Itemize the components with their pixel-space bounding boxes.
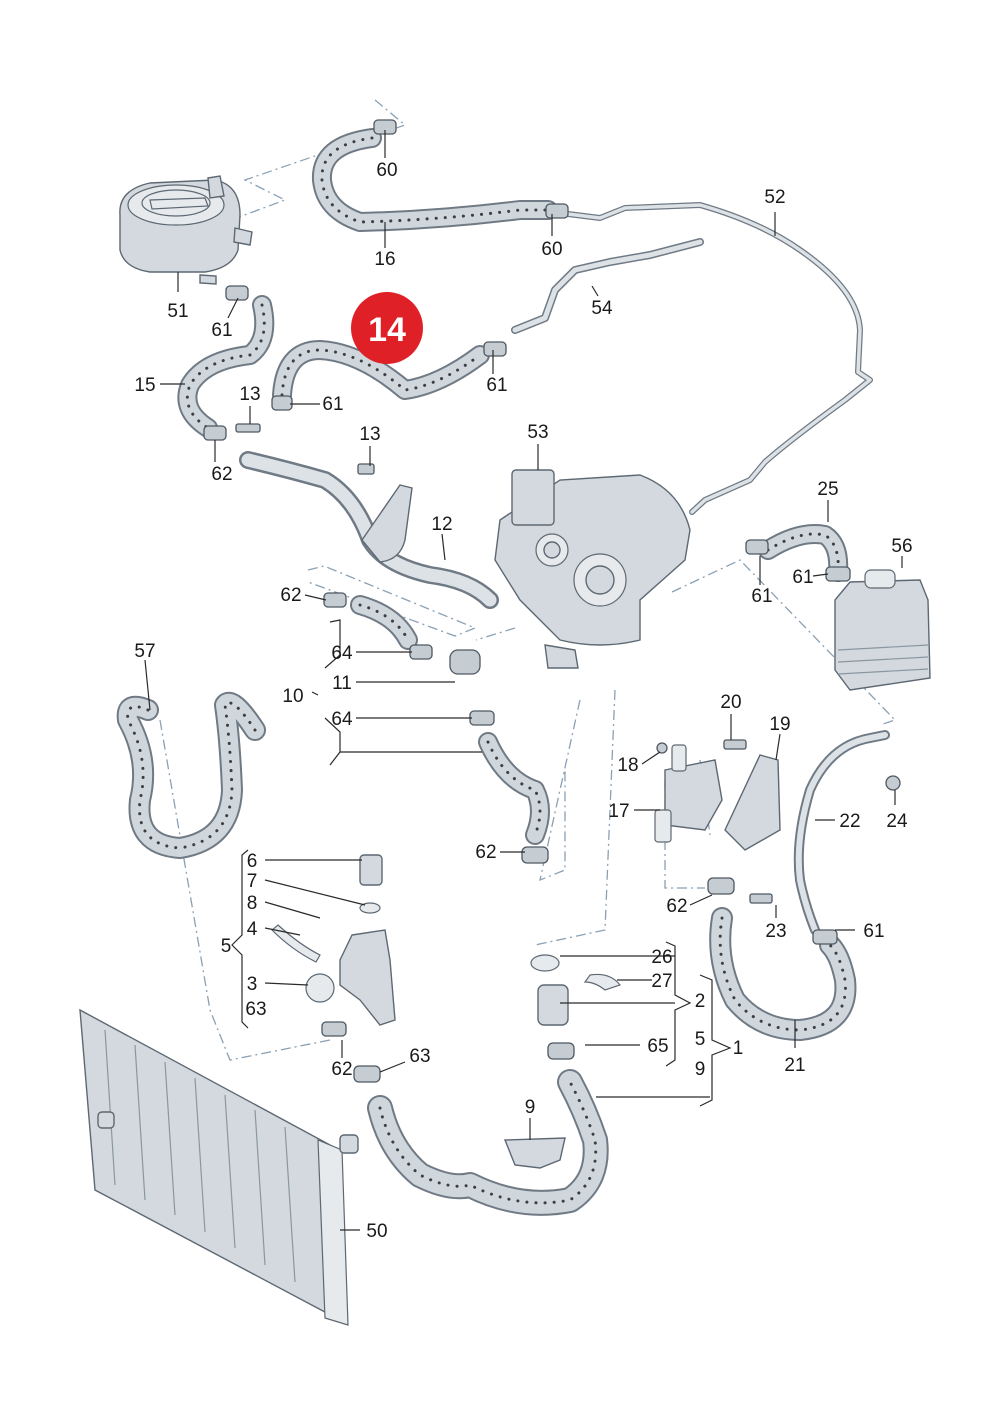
callout-65: 65 — [647, 1036, 668, 1057]
callout-11: 11 — [332, 673, 352, 694]
callout-62-upper-mid: 62 — [280, 585, 301, 606]
callout-5-right: 5 — [695, 1029, 706, 1050]
hose-57 — [116, 691, 266, 859]
callout-62-bottom: 62 — [331, 1059, 352, 1080]
callout-7: 7 — [247, 871, 258, 892]
hose-holder — [503, 1137, 566, 1169]
callout-16: 16 — [374, 249, 395, 270]
callout-5-left: 5 — [221, 936, 232, 957]
coolant-hoses — [116, 128, 857, 1216]
callout-9-holder: 9 — [525, 1097, 536, 1118]
hose-25 — [758, 524, 849, 582]
hose-14 — [272, 340, 490, 405]
callout-8: 8 — [247, 893, 258, 914]
callout-24: 24 — [886, 811, 908, 832]
callout-61-tank: 61 — [211, 320, 232, 341]
callout-23: 23 — [765, 921, 786, 942]
callout-63-bottom: 63 — [409, 1046, 430, 1067]
callout-21: 21 — [784, 1055, 805, 1076]
oil-cooler — [834, 569, 931, 691]
callout-labels: 60 16 60 52 51 61 54 15 61 13 61 62 13 5… — [134, 160, 912, 1242]
callout-61-pipe12: 61 — [322, 394, 343, 415]
callout-61-hose21: 61 — [863, 921, 884, 942]
hose-15 — [177, 295, 275, 438]
highlight-badge-circle — [351, 292, 423, 364]
coolant-connector — [530, 954, 621, 1026]
callout-27: 27 — [651, 971, 672, 992]
callout-51: 51 — [167, 301, 188, 322]
callout-18: 18 — [617, 755, 638, 776]
hose-main-lower — [367, 1069, 609, 1216]
callout-53: 53 — [527, 422, 548, 443]
callout-13-lower: 13 — [359, 424, 380, 445]
callout-20: 20 — [720, 692, 741, 713]
leader-lines — [144, 130, 903, 1231]
callout-22: 22 — [839, 811, 860, 832]
callout-57: 57 — [134, 641, 155, 662]
highlight-badge-label: 14 — [368, 311, 406, 349]
coolant-expansion-tank — [119, 175, 253, 285]
hose-21 — [709, 907, 857, 1041]
callout-62-right: 62 — [666, 896, 687, 917]
hose-clamps — [203, 119, 851, 1083]
callout-60-lower: 60 — [541, 239, 562, 260]
support-bracket — [361, 484, 413, 563]
callout-52: 52 — [764, 187, 785, 208]
callout-54: 54 — [591, 298, 613, 319]
callout-60-upper: 60 — [376, 160, 397, 181]
callout-3: 3 — [247, 974, 258, 995]
callout-63-left: 63 — [245, 999, 266, 1020]
callout-25: 25 — [817, 479, 838, 500]
callout-61-hose25: 61 — [751, 586, 772, 607]
callout-1: 1 — [733, 1038, 744, 1059]
hose-upper-small — [350, 595, 418, 650]
callout-10: 10 — [282, 686, 303, 707]
highlight-badge-14[interactable]: 14 — [351, 292, 423, 364]
callout-12: 12 — [431, 514, 452, 535]
callout-15: 15 — [134, 375, 155, 396]
callout-19: 19 — [769, 714, 790, 735]
hose-lower-small — [478, 732, 550, 845]
callout-50: 50 — [366, 1221, 387, 1242]
callout-64-upper: 64 — [331, 643, 353, 664]
radiator — [79, 1008, 359, 1326]
callout-26: 26 — [651, 947, 672, 968]
callout-6: 6 — [247, 851, 258, 872]
auxiliary-pump — [654, 744, 781, 851]
callout-2: 2 — [695, 991, 706, 1012]
callout-9-right: 9 — [695, 1059, 706, 1080]
callout-64-lower: 64 — [331, 709, 353, 730]
callout-4: 4 — [247, 919, 258, 940]
bolts-and-nuts — [235, 423, 901, 904]
callout-13-upper: 13 — [239, 384, 260, 405]
coolant-flange — [271, 854, 396, 1026]
callout-61-cooler: 61 — [792, 567, 813, 588]
coolant-pump-housing — [494, 469, 691, 669]
hose-16 — [312, 128, 558, 232]
callout-62-mid: 62 — [475, 842, 496, 863]
callout-62-left: 62 — [211, 464, 232, 485]
callout-56: 56 — [891, 536, 912, 557]
callout-61-hose14: 61 — [486, 375, 507, 396]
callout-17: 17 — [608, 801, 629, 822]
